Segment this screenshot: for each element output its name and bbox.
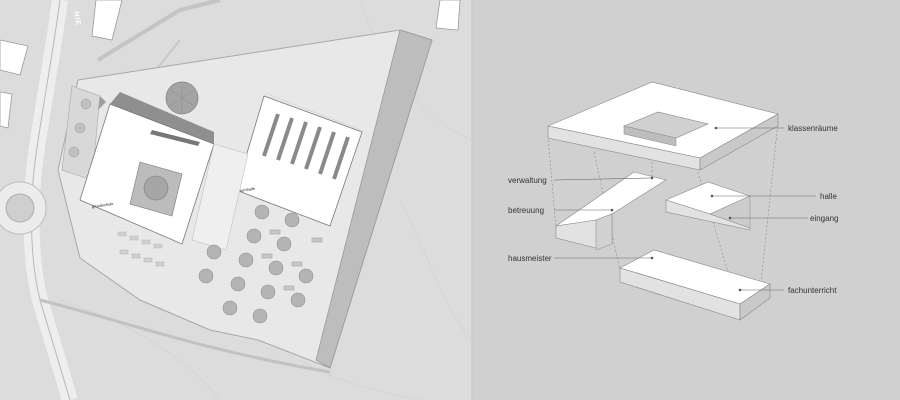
courtyard-tree	[143, 175, 169, 201]
label-eingang: eingang	[810, 214, 838, 223]
slab-verwaltung-betreuung	[555, 171, 667, 251]
label-klassenraeume: klassenräume	[788, 124, 838, 133]
label-hausmeister: hausmeister	[508, 254, 552, 263]
slab-fachunterricht	[619, 249, 771, 321]
main-building-shadow	[98, 96, 106, 110]
gym-skylights	[262, 113, 350, 180]
main-building-skylight	[150, 130, 200, 146]
neighbour-buildings	[0, 0, 461, 129]
gym-label: turnhalle	[239, 186, 256, 193]
benches	[261, 229, 323, 291]
parking-trees	[68, 98, 92, 158]
east-wall	[315, 29, 433, 369]
label-verwaltung: verwaltung	[508, 176, 547, 185]
south-path	[39, 298, 331, 374]
main-building-roof-edge	[110, 92, 214, 144]
main-building-label: grundschule	[91, 201, 114, 209]
north-path	[96, 0, 221, 62]
leader-dots	[610, 126, 742, 292]
leader-lines	[553, 127, 816, 291]
roundabout-island	[5, 193, 35, 223]
site-plan: NIE grundschule	[0, 0, 472, 400]
street-label: NIE	[72, 11, 81, 27]
slab-halle-eingang	[665, 181, 751, 231]
entrance-plaza	[191, 143, 249, 251]
main-road-edge	[31, 0, 71, 400]
tree-grid	[198, 204, 314, 324]
axonometric-diagram: klassenräume verwaltung betreuung halle …	[508, 81, 838, 321]
contour-lines	[59, 0, 472, 400]
slab-klassenraeume	[547, 81, 779, 171]
gym-roof-edge	[262, 92, 366, 132]
label-fachunterricht: fachunterricht	[788, 286, 837, 295]
label-betreuung: betreuung	[508, 206, 544, 215]
label-halle: halle	[820, 192, 837, 201]
parking-bays	[117, 231, 165, 267]
